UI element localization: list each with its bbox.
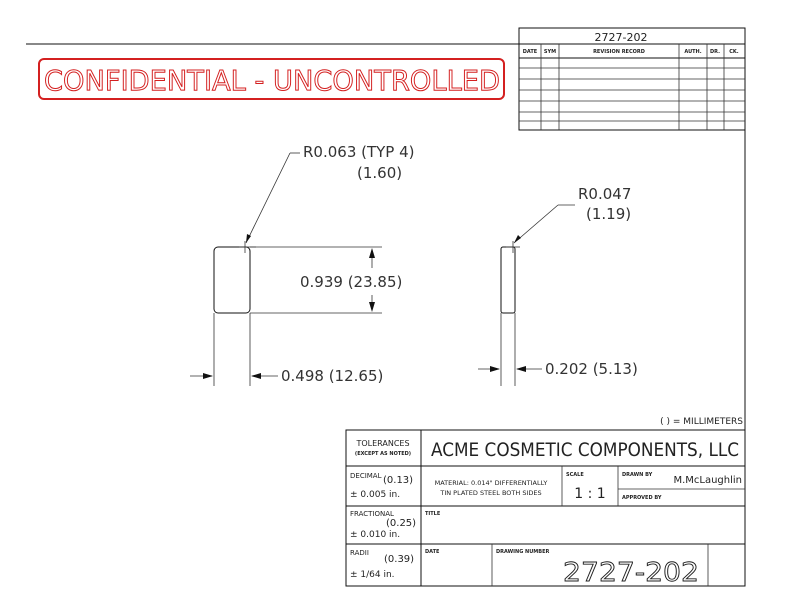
title-label: TITLE [425, 511, 441, 517]
right-radius-leader [513, 204, 575, 244]
decimal-in: ± 0.005 in. [350, 490, 400, 500]
drawing-number-label: DRAWING NUMBER [496, 549, 549, 555]
radii-label: RADII [350, 549, 369, 557]
rev-header-sym: SYM [544, 49, 556, 55]
left-radius-leader [245, 152, 300, 244]
confidential-stamp-text: CONFIDENTIAL - UNCONTROLLED [44, 64, 500, 97]
radii-in: ± 1/64 in. [350, 570, 395, 580]
tolerances-label: TOLERANCES [355, 439, 409, 448]
drawn-by-value: M.McLaughlin [673, 475, 742, 486]
left-radius-inch: R0.063 (TYP 4) [303, 143, 415, 161]
title-block [345, 429, 746, 587]
right-radius-mm: (1.19) [586, 205, 631, 223]
height-dimension [250, 246, 382, 314]
left-width-dimension [190, 313, 278, 386]
scale-value: 1 : 1 [574, 486, 605, 502]
radii-mm: (0.39) [384, 554, 414, 565]
left-width-text: 0.498 (12.65) [281, 367, 383, 385]
drawn-by-label: DRAWN BY [622, 472, 653, 478]
rev-header-dr: DR. [710, 49, 720, 55]
right-part-outline [500, 241, 520, 314]
right-width-dimension [478, 313, 542, 386]
date-label: DATE [425, 549, 440, 555]
rev-header-auth: AUTH. [684, 49, 701, 55]
rev-header-record: REVISION RECORD [593, 49, 645, 55]
revision-drawing-number: 2727-202 [595, 31, 648, 44]
right-width-text: 0.202 (5.13) [545, 360, 638, 378]
scale-label: SCALE [566, 472, 584, 478]
height-dimension-text: 0.939 (23.85) [300, 273, 402, 291]
right-radius-inch: R0.047 [578, 185, 631, 203]
fractional-label: FRACTIONAL [350, 510, 394, 518]
confidential-stamp: CONFIDENTIAL - UNCONTROLLED [38, 58, 505, 100]
rev-header-date: DATE [523, 49, 538, 55]
left-radius-mm: (1.60) [357, 164, 402, 182]
units-note: ( ) = MILLIMETERS [660, 417, 743, 427]
company-name: ACME COSMETIC COMPONENTS, LLC [431, 439, 739, 461]
decimal-label: DECIMAL [350, 472, 382, 480]
tolerances-sublabel: (EXCEPT AS NOTED) [355, 451, 411, 457]
material-line-2: TIN PLATED STEEL BOTH SIDES [439, 489, 541, 497]
rev-header-ck: CK. [729, 49, 739, 55]
drawing-number-value: 2727-202 [563, 558, 699, 588]
left-part-outline [213, 241, 256, 314]
revision-block: 2727-202 DATE SYM REVISION RECORD AUTH. … [518, 27, 746, 131]
material-line-1: MATERIAL: 0.014" DIFFERENTIALLY [435, 479, 548, 487]
approved-by-label: APPROVED BY [622, 495, 662, 501]
decimal-mm: (0.13) [383, 475, 413, 486]
fractional-in: ± 0.010 in. [350, 530, 400, 540]
fractional-mm: (0.25) [386, 518, 416, 529]
